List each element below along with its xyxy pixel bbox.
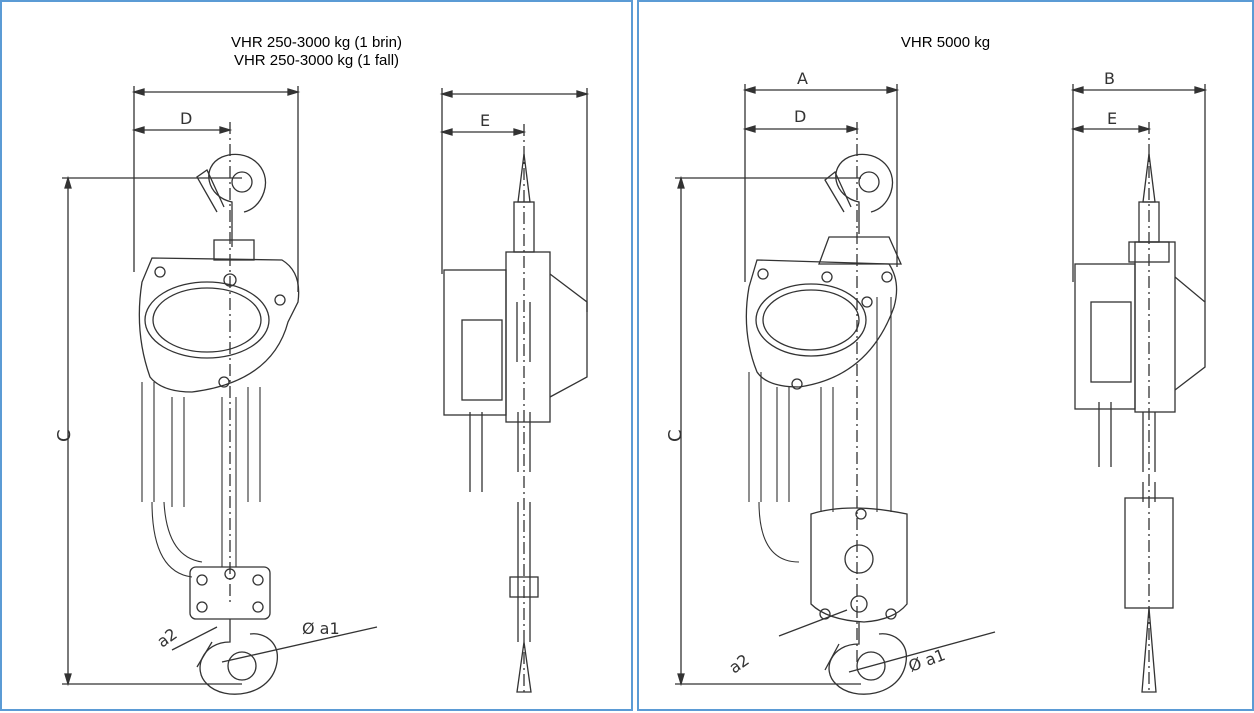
chain-right [748, 297, 892, 563]
hoist-drawing-left: D C [54, 86, 590, 695]
dimension-c-right [675, 175, 861, 687]
label-c-left: C [54, 429, 75, 442]
bottom-hook-right [778, 609, 996, 695]
label-d-left: D [180, 109, 192, 128]
top-hook-left [196, 153, 267, 261]
hoist-drawing-right: A D C [665, 69, 1208, 695]
label-b-right: B [1104, 69, 1115, 88]
right-title: VHR 5000 kg [900, 34, 991, 51]
dimension-c-left [62, 175, 242, 687]
label-a2-right: a2 [725, 650, 752, 677]
label-e-left: E [480, 111, 490, 130]
dimension-top-right [742, 84, 900, 662]
bottom-block-left [189, 566, 271, 620]
label-d-right: D [794, 107, 806, 126]
bottom-block-right [810, 507, 908, 623]
label-a1-right: Ø a1 [906, 645, 948, 676]
chain-left [141, 382, 261, 578]
right-drawing-panel: VHR 5000 kg A D C [637, 0, 1254, 711]
hoist-body-left [138, 257, 300, 393]
left-title-line1: VHR 250-3000 kg (1 brin) [231, 34, 402, 51]
left-title-line2: VHR 250-3000 kg (1 fall) [233, 52, 400, 69]
left-drawing-panel: VHR 250-3000 kg (1 brin) VHR 250-3000 kg… [0, 0, 633, 711]
top-hook-right [818, 153, 903, 265]
dimension-top-left [131, 86, 301, 602]
bottom-hook-left [171, 619, 378, 695]
hoist-body-right [745, 259, 898, 390]
label-a-right: A [797, 69, 808, 88]
side-view-left [439, 88, 590, 693]
label-a1-left: Ø a1 [302, 619, 340, 638]
label-c-right: C [665, 429, 686, 442]
side-view-right [1070, 84, 1208, 693]
label-e-right: E [1107, 109, 1117, 128]
